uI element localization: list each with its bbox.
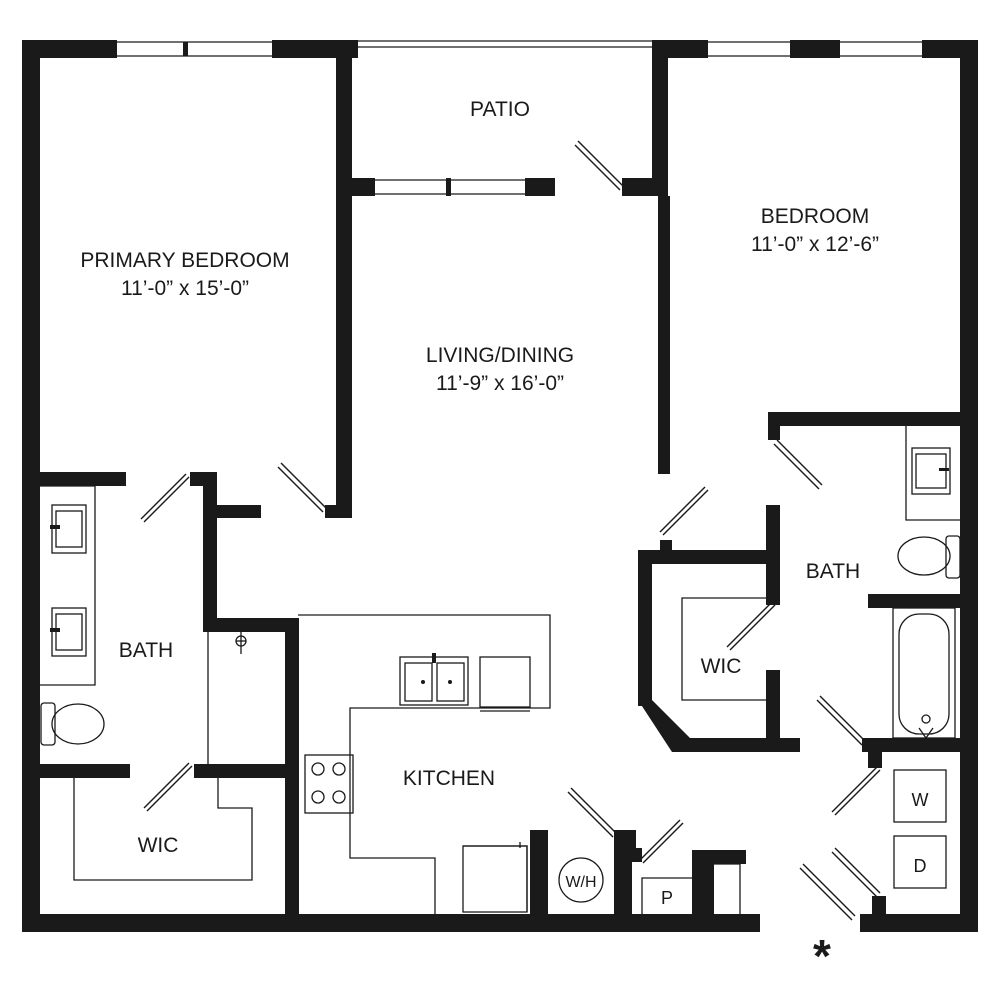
primary-shower (207, 632, 247, 764)
exterior-walls (22, 40, 978, 932)
kitchen-counters (298, 614, 551, 914)
bathtub-icon (892, 607, 956, 740)
pantry-label: P (661, 888, 673, 908)
bath-toilet-icon (897, 535, 961, 579)
water-heater-icon (558, 857, 604, 903)
primary-vanity (40, 485, 96, 686)
stove-icon (304, 754, 354, 814)
doors (140, 140, 881, 921)
kitchen-name: KITCHEN (403, 767, 495, 790)
primary-bedroom-name: PRIMARY BEDROOM (80, 249, 289, 272)
windows (117, 40, 922, 196)
primary-bedroom-dims: 11’-0” x 15’-0” (121, 277, 249, 300)
wic-name: WIC (701, 655, 742, 678)
water-heater-label: W/H (565, 874, 596, 891)
bath-vanity (905, 426, 960, 521)
dishwasher-icon (479, 656, 531, 712)
living-dining-name: LIVING/DINING (426, 344, 574, 367)
washer-label: W (912, 790, 929, 810)
primary-bath-name: BATH (119, 639, 173, 662)
kitchen-sink-icon (399, 653, 469, 706)
bedroom-name: BEDROOM (761, 205, 870, 228)
primary-wic-shelves (73, 778, 253, 881)
living-dining-dims: 11’-9” x 16’-0” (436, 372, 564, 395)
primary-toilet-icon (40, 702, 105, 746)
entry-asterisk: * (813, 930, 831, 982)
patio-name: PATIO (470, 98, 530, 121)
washer-icon (893, 769, 947, 823)
primary-wic-name: WIC (138, 834, 179, 857)
pantry-shelf (641, 863, 741, 914)
dryer-icon (893, 835, 947, 889)
interior-walls (22, 40, 978, 932)
bedroom-dims: 11’-0” x 12’-6” (751, 233, 879, 256)
bath-name: BATH (806, 560, 860, 583)
right-wic-shelves (681, 597, 766, 701)
dryer-label: D (914, 856, 927, 876)
